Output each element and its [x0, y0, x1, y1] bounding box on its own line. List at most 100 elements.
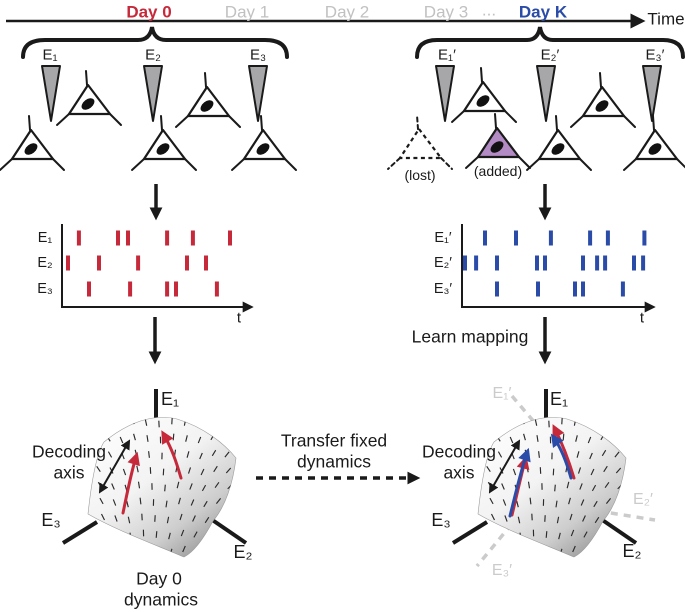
spike-tick — [66, 255, 70, 271]
electrode-icon — [642, 65, 662, 122]
spike-tick — [514, 230, 518, 246]
spike-tick — [185, 255, 189, 271]
trajectory-red-left-a — [121, 451, 140, 515]
day-2-label: Day 2 — [324, 2, 370, 22]
spike-ticks-left — [66, 230, 232, 297]
neuron-icon — [451, 67, 517, 123]
transfer-label-line1: Transfer fixed — [280, 430, 388, 451]
spike-tick — [620, 281, 625, 297]
e3-axis-left — [61, 520, 99, 545]
spike-tick — [605, 230, 610, 246]
electrode-icon — [41, 65, 61, 122]
e3-ghost-axis — [475, 512, 522, 568]
spike-tick — [87, 281, 91, 297]
electrode-e1-label: E₁ — [42, 46, 58, 64]
electrode-e2-label: E₂ — [145, 46, 161, 64]
neuron-icon — [526, 115, 592, 171]
neuron-icon — [0, 115, 65, 171]
spike-tick — [495, 281, 499, 297]
manifold-right — [451, 389, 656, 568]
spike-tick — [548, 230, 553, 246]
manifold-left-e2-label: E₂ — [233, 542, 253, 562]
spike-tick — [581, 255, 585, 271]
day-k-label: Day K — [518, 2, 568, 22]
right-day-brace — [415, 26, 685, 59]
spike-tick — [595, 255, 600, 271]
raster-right-row2-label: E₂′ — [433, 254, 453, 271]
lost-neuron-label: (lost) — [404, 167, 436, 183]
caption-line2: dynamics — [124, 589, 198, 610]
electrode-icon — [435, 65, 455, 122]
added-neuron-label: (added) — [473, 163, 523, 179]
raster-left-t-label: t — [236, 309, 242, 327]
electrode-icon — [143, 65, 163, 122]
decoding-left-line2: axis — [53, 462, 85, 483]
spike-tick — [165, 281, 170, 297]
neuron-icon — [175, 72, 241, 128]
spike-tick — [536, 281, 540, 297]
spike-tick — [174, 281, 178, 297]
spike-tick — [204, 255, 208, 271]
neuron-icon — [56, 70, 122, 126]
manifold-right-e1-label: E₁ — [549, 389, 569, 409]
ghost-e2p-label: E₂′ — [633, 491, 653, 508]
decoding-left-line1: Decoding — [32, 441, 106, 462]
e2-axis-right — [596, 515, 638, 545]
trajectory-red-left-b — [161, 430, 183, 480]
electrode-icon — [248, 65, 268, 122]
day-3-label: Day 3 — [423, 2, 469, 22]
trajectory-red-right-b — [552, 424, 576, 480]
time-axis-label: Time — [647, 9, 685, 29]
spike-tick — [97, 255, 101, 271]
neuron-group — [0, 67, 685, 171]
spike-tick — [543, 255, 547, 271]
raster-left-row1-label: E₁ — [37, 229, 53, 246]
electrode-e1p-label: E₁′ — [438, 46, 456, 64]
manifold-right-e2-label: E₂ — [622, 541, 642, 561]
spike-tick — [495, 255, 499, 271]
day-0-label: Day 0 — [126, 2, 172, 22]
spike-ticks-right — [463, 230, 647, 297]
left-day-brace — [21, 26, 289, 59]
electrode-group — [41, 65, 662, 122]
electrode-icon — [536, 65, 556, 122]
spike-tick — [474, 255, 479, 271]
electrode-e3-label: E₃ — [249, 46, 267, 64]
transfer-label-line2: dynamics — [297, 451, 371, 472]
raster-left-row3-label: E₃ — [37, 280, 53, 297]
day-ellipsis: ... — [481, 0, 497, 20]
decoding-axis-arrow-left — [98, 439, 131, 494]
neuron-added-icon — [465, 113, 531, 169]
spike-tick — [642, 230, 647, 246]
manifold-right-e3-label: E₃ — [431, 510, 451, 530]
trajectory-blue-right-a — [508, 447, 531, 518]
raster-right-axes — [461, 224, 656, 313]
neuron-lost-icon — [387, 114, 453, 170]
neuron-icon — [623, 115, 685, 171]
raster-left-row2-label: E₂ — [37, 254, 53, 271]
decoding-right-line2: axis — [443, 462, 475, 483]
spike-tick — [483, 230, 487, 246]
spike-tick — [463, 255, 467, 271]
neuron-icon — [570, 72, 636, 128]
manifold-left-e1-label: E₁ — [160, 389, 180, 409]
spike-tick — [76, 230, 81, 246]
raster-right-t-label: t — [639, 309, 645, 327]
spike-tick — [573, 281, 577, 297]
decoding-axis-arrow-right — [488, 439, 521, 494]
e2-ghost-axis — [597, 509, 656, 522]
manifold-left — [61, 389, 248, 558]
raster-left-axes — [61, 224, 254, 313]
manifold-left-e3-label: E₃ — [41, 510, 61, 530]
spike-tick — [190, 230, 195, 246]
electrode-e2p-label: E₂′ — [540, 46, 560, 64]
spike-tick — [116, 230, 120, 246]
e3-axis-right — [451, 520, 489, 545]
neuron-icon — [231, 115, 297, 171]
raster-right-row1-label: E₁′ — [434, 229, 452, 246]
learn-mapping-label: Learn mapping — [411, 326, 529, 347]
spike-tick — [641, 255, 646, 271]
decoding-right-line1: Decoding — [422, 441, 496, 462]
spike-tick — [228, 230, 232, 246]
